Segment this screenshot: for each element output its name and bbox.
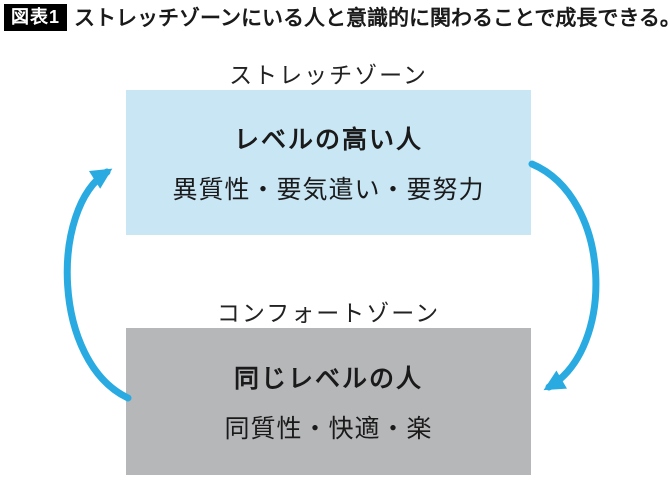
stretch-zone-box: レベルの高い人 異質性・要気遣い・要努力 <box>126 90 531 235</box>
figure-header: 図表1 ストレッチゾーンにいる人と意識的に関わることで成長できる。 <box>4 2 670 32</box>
comfort-zone-description: 同質性・快適・楽 <box>224 414 433 443</box>
comfort-zone-label: コンフォートゾーン <box>216 300 441 326</box>
figure-title: ストレッチゾーンにいる人と意識的に関わることで成長できる。 <box>74 7 670 30</box>
figure-number-badge: 図表1 <box>4 3 68 31</box>
up-arrow-icon <box>63 168 132 402</box>
comfort-zone-heading: 同じレベルの人 <box>233 364 423 393</box>
down-arrow-icon <box>528 160 600 391</box>
stretch-zone-heading: レベルの高い人 <box>233 125 423 154</box>
comfort-zone-box: 同じレベルの人 同質性・快適・楽 <box>126 328 531 475</box>
stretch-zone-description: 異質性・要気遣い・要努力 <box>172 175 485 204</box>
stretch-zone-label: ストレッチゾーン <box>229 62 428 88</box>
